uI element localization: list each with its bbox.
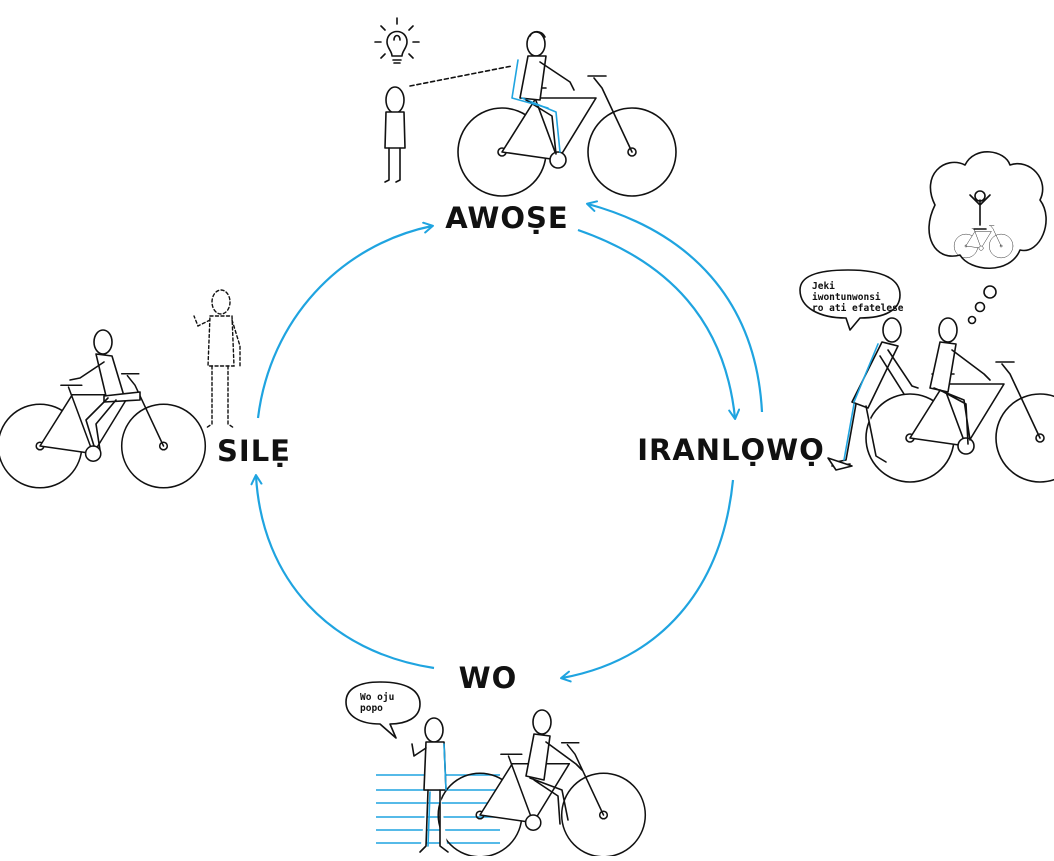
cycle-arrows <box>250 200 764 683</box>
arrow-bottom-to-left <box>250 474 435 670</box>
stage-label-bottom: WO <box>458 661 518 695</box>
cyclist-top <box>511 30 575 155</box>
cyclist-bottom <box>525 709 583 825</box>
arrow-top-to-right <box>577 228 741 420</box>
cyclist-right <box>929 317 991 445</box>
observer-figure <box>384 86 406 183</box>
stage-label-left: SILẸ <box>217 434 291 468</box>
stage-label-top: AWOṢE <box>445 201 569 235</box>
watcher-bubble-line-2: popo <box>360 703 383 714</box>
speech-bubble-icon: Wo oju popo <box>345 681 421 739</box>
bicycle-icon <box>0 373 207 489</box>
bicycle-icon <box>865 361 1054 483</box>
helper-bubble-line-3: ro ati efatelese <box>812 303 904 314</box>
helper-figure <box>827 317 919 471</box>
cyclist-left <box>69 329 141 451</box>
helper-bubble-line-1: Jeki <box>812 281 835 292</box>
arrow-left-to-top <box>256 221 434 419</box>
speech-bubble-icon: Jeki iwontunwonsi ro ati efatelese <box>799 269 904 331</box>
watcher-bubble-line-1: Wo oju <box>360 692 394 703</box>
sight-line <box>409 65 513 87</box>
arrow-right-to-top <box>586 200 764 413</box>
ghost-helper-figure <box>193 289 241 429</box>
thought-cloud-icon <box>928 151 1047 325</box>
lightbulb-icon <box>374 17 420 64</box>
arrow-right-to-bottom <box>560 479 735 683</box>
bicycle-icon <box>457 75 677 197</box>
watcher-figure <box>411 717 449 853</box>
helper-bubble-line-2: iwontunwonsi <box>812 292 881 303</box>
stage-label-right: IRANLỌWỌ <box>637 433 825 467</box>
